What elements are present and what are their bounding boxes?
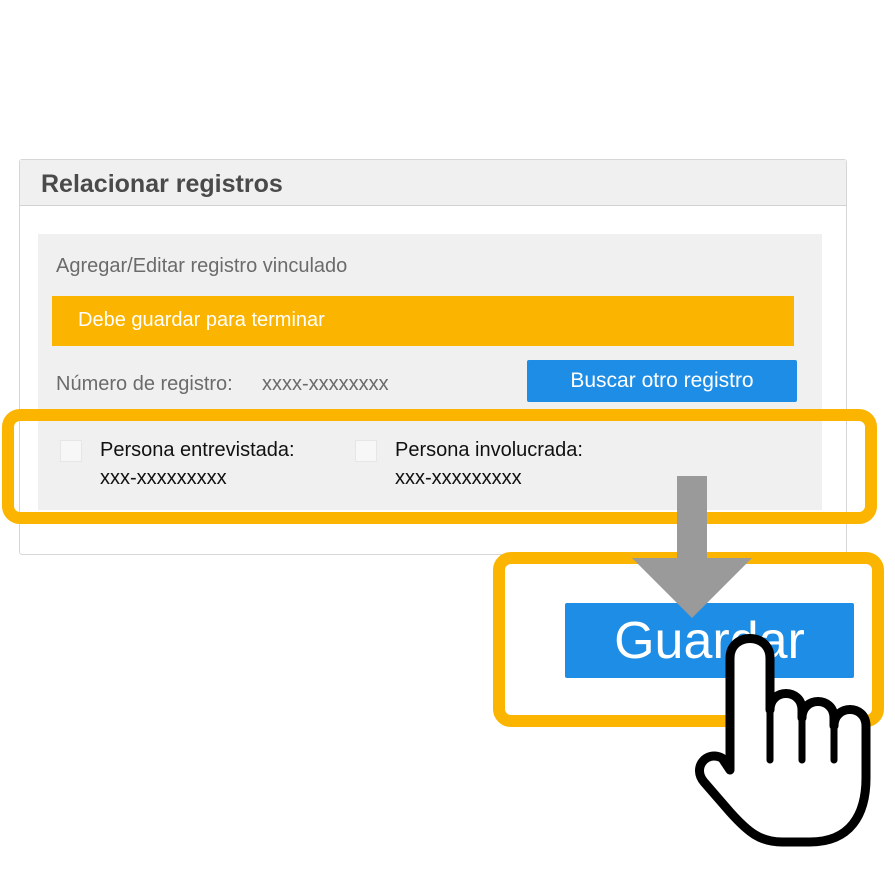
checkbox-persona-entrevistada[interactable] [60,440,82,462]
checkbox-persona-involucrada[interactable] [355,440,377,462]
persona-involucrada-label: Persona involucrada: [395,439,583,461]
warning-banner: Debe guardar para terminar [52,296,794,346]
registration-number-value: xxxx-xxxxxxxx [262,373,389,395]
save-button[interactable]: Guardar [565,603,854,678]
arrow-down-icon [632,476,752,618]
hand-pointer-icon [695,634,871,847]
search-other-record-button[interactable]: Buscar otro registro [527,360,797,402]
panel-subtitle: Agregar/Editar registro vinculado [56,255,348,277]
persona-involucrada-value: xxx-xxxxxxxxx [395,467,522,489]
persona-entrevistada-value: xxx-xxxxxxxxx [100,467,227,489]
persona-entrevistada-label: Persona entrevistada: [100,439,295,461]
checkbox-row-highlight [2,409,877,524]
card-header: Relacionar registros [20,160,846,206]
warning-text: Debe guardar para terminar [78,309,325,331]
card-title: Relacionar registros [41,170,283,198]
registration-number-label: Número de registro: [56,373,233,395]
